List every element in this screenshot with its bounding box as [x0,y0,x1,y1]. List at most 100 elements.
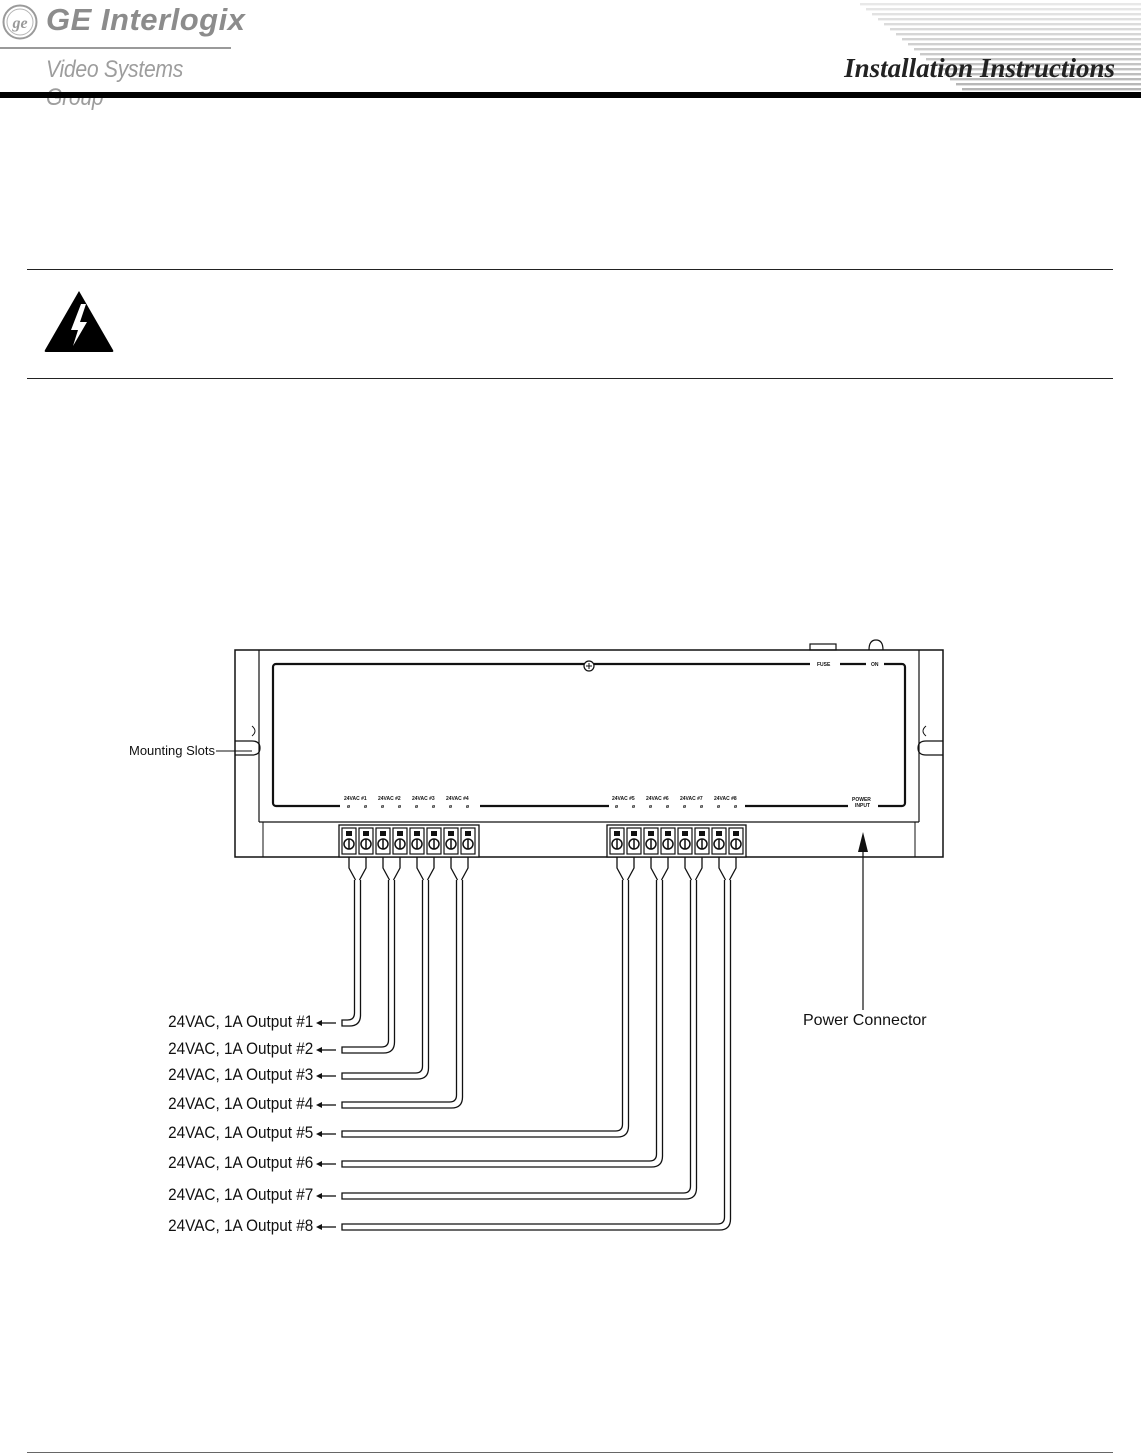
arrow-head [316,1102,322,1108]
output-label: 24VAC, 1A Output #2 [167,1039,313,1058]
terminal-tab [682,831,688,836]
terminal-group-label: 24VAC #2 [378,796,401,802]
terminal-tab [448,831,454,836]
output-label: 24VAC, 1A Output #8 [167,1216,313,1235]
terminal-group-label: 24VAC #5 [612,796,635,802]
footer-rule [27,1452,1113,1453]
header-stripe [902,38,1141,41]
header-stripe [896,33,1141,36]
output-wire-3 [316,857,435,1080]
arrow-head [316,1020,322,1026]
conductor [626,857,635,881]
output-label: 24VAC, 1A Output #5 [167,1123,313,1142]
phase-marker: ø [632,804,636,810]
panel-gap [866,662,884,666]
conductor [684,857,693,881]
terminal-tab [397,831,403,836]
terminal-tab [665,831,671,836]
arrow-head [316,1193,322,1199]
phase-marker: ø [381,804,385,810]
header-stripe [962,88,1141,91]
conductor [416,857,425,881]
terminal-blocks [338,824,747,858]
phase-marker: ø [683,804,687,810]
cable [341,880,396,1054]
phase-marker: ø [449,804,453,810]
header-stripe [872,13,1141,16]
wiring-diagram-drawing [216,639,944,1231]
cable [341,880,732,1231]
header-stripe [908,43,1141,46]
page-header: ge GE Interlogix Video Systems Group Ins… [0,0,1141,111]
brand-name: GE Interlogix [46,2,246,37]
power-supply-enclosure [216,639,944,1010]
header-stripe [884,23,1141,26]
power-input-label-line1: POWER [852,797,871,803]
conductor [348,857,357,881]
header-stripe [950,78,1141,81]
panel-label-gaps [340,662,884,808]
terminal-group-label: 24VAC #4 [446,796,469,802]
terminal-tab [414,831,420,836]
arrow-head [316,1224,322,1230]
conductor [718,857,727,881]
arrow-head [316,1131,322,1137]
terminal-tab [465,831,471,836]
terminal-tab [733,831,739,836]
panel-gap [340,804,480,808]
wiring-diagram: Mounting Slots Power Connector FUSE ON P… [0,600,1141,1260]
header-stripe [866,8,1141,11]
conductor [460,857,469,881]
phase-marker: ø [615,804,619,810]
warning-bottom-rule [27,378,1113,379]
arrow-head [316,1073,322,1079]
conductor [392,857,401,881]
output-wire-8 [316,857,737,1231]
terminal-group-label: 24VAC #3 [412,796,435,802]
output-wire-6 [316,857,669,1168]
header-stripe-decoration [860,3,1141,91]
phase-marker: ø [415,804,419,810]
phase-marker: ø [398,804,402,810]
conductor [616,857,625,881]
output-wires [316,857,737,1231]
conductor [650,857,659,881]
arrow-head [316,1047,322,1053]
terminal-tab [346,831,352,836]
brand-divider [0,47,231,49]
brand-subtitle: Video Systems Group [46,56,184,111]
terminal-tab [363,831,369,836]
conductor [728,857,737,881]
electrical-hazard-warning-icon [44,291,114,352]
cable [341,880,698,1200]
terminal-group-label: 24VAC #1 [344,796,367,802]
phase-marker: ø [364,804,368,810]
panel-gap [810,662,840,666]
terminal-tab [699,831,705,836]
switch-on-label: ON [871,662,879,668]
panel-gap [609,804,745,808]
conductor [426,857,435,881]
warning-top-rule [27,269,1113,270]
cable [341,880,630,1138]
terminal-tab [631,831,637,836]
conductor [450,857,459,881]
conductor [382,857,391,881]
header-stripe [920,53,1141,56]
cable [341,880,362,1027]
mounting-slots-label: Mounting Slots [129,743,215,758]
output-wire-2 [316,857,401,1054]
cable [341,880,464,1109]
header-stripe [890,28,1141,31]
output-wire-7 [316,857,703,1200]
phase-marker: ø [717,804,721,810]
output-label: 24VAC, 1A Output #4 [167,1094,313,1113]
conductor [358,857,367,881]
terminal-tab [716,831,722,836]
arrow-head [316,1161,322,1167]
terminal-tab [648,831,654,836]
phase-marker: ø [432,804,436,810]
cable [341,880,664,1168]
panel-gap [848,804,878,808]
terminal-group-label: 24VAC #6 [646,796,669,802]
